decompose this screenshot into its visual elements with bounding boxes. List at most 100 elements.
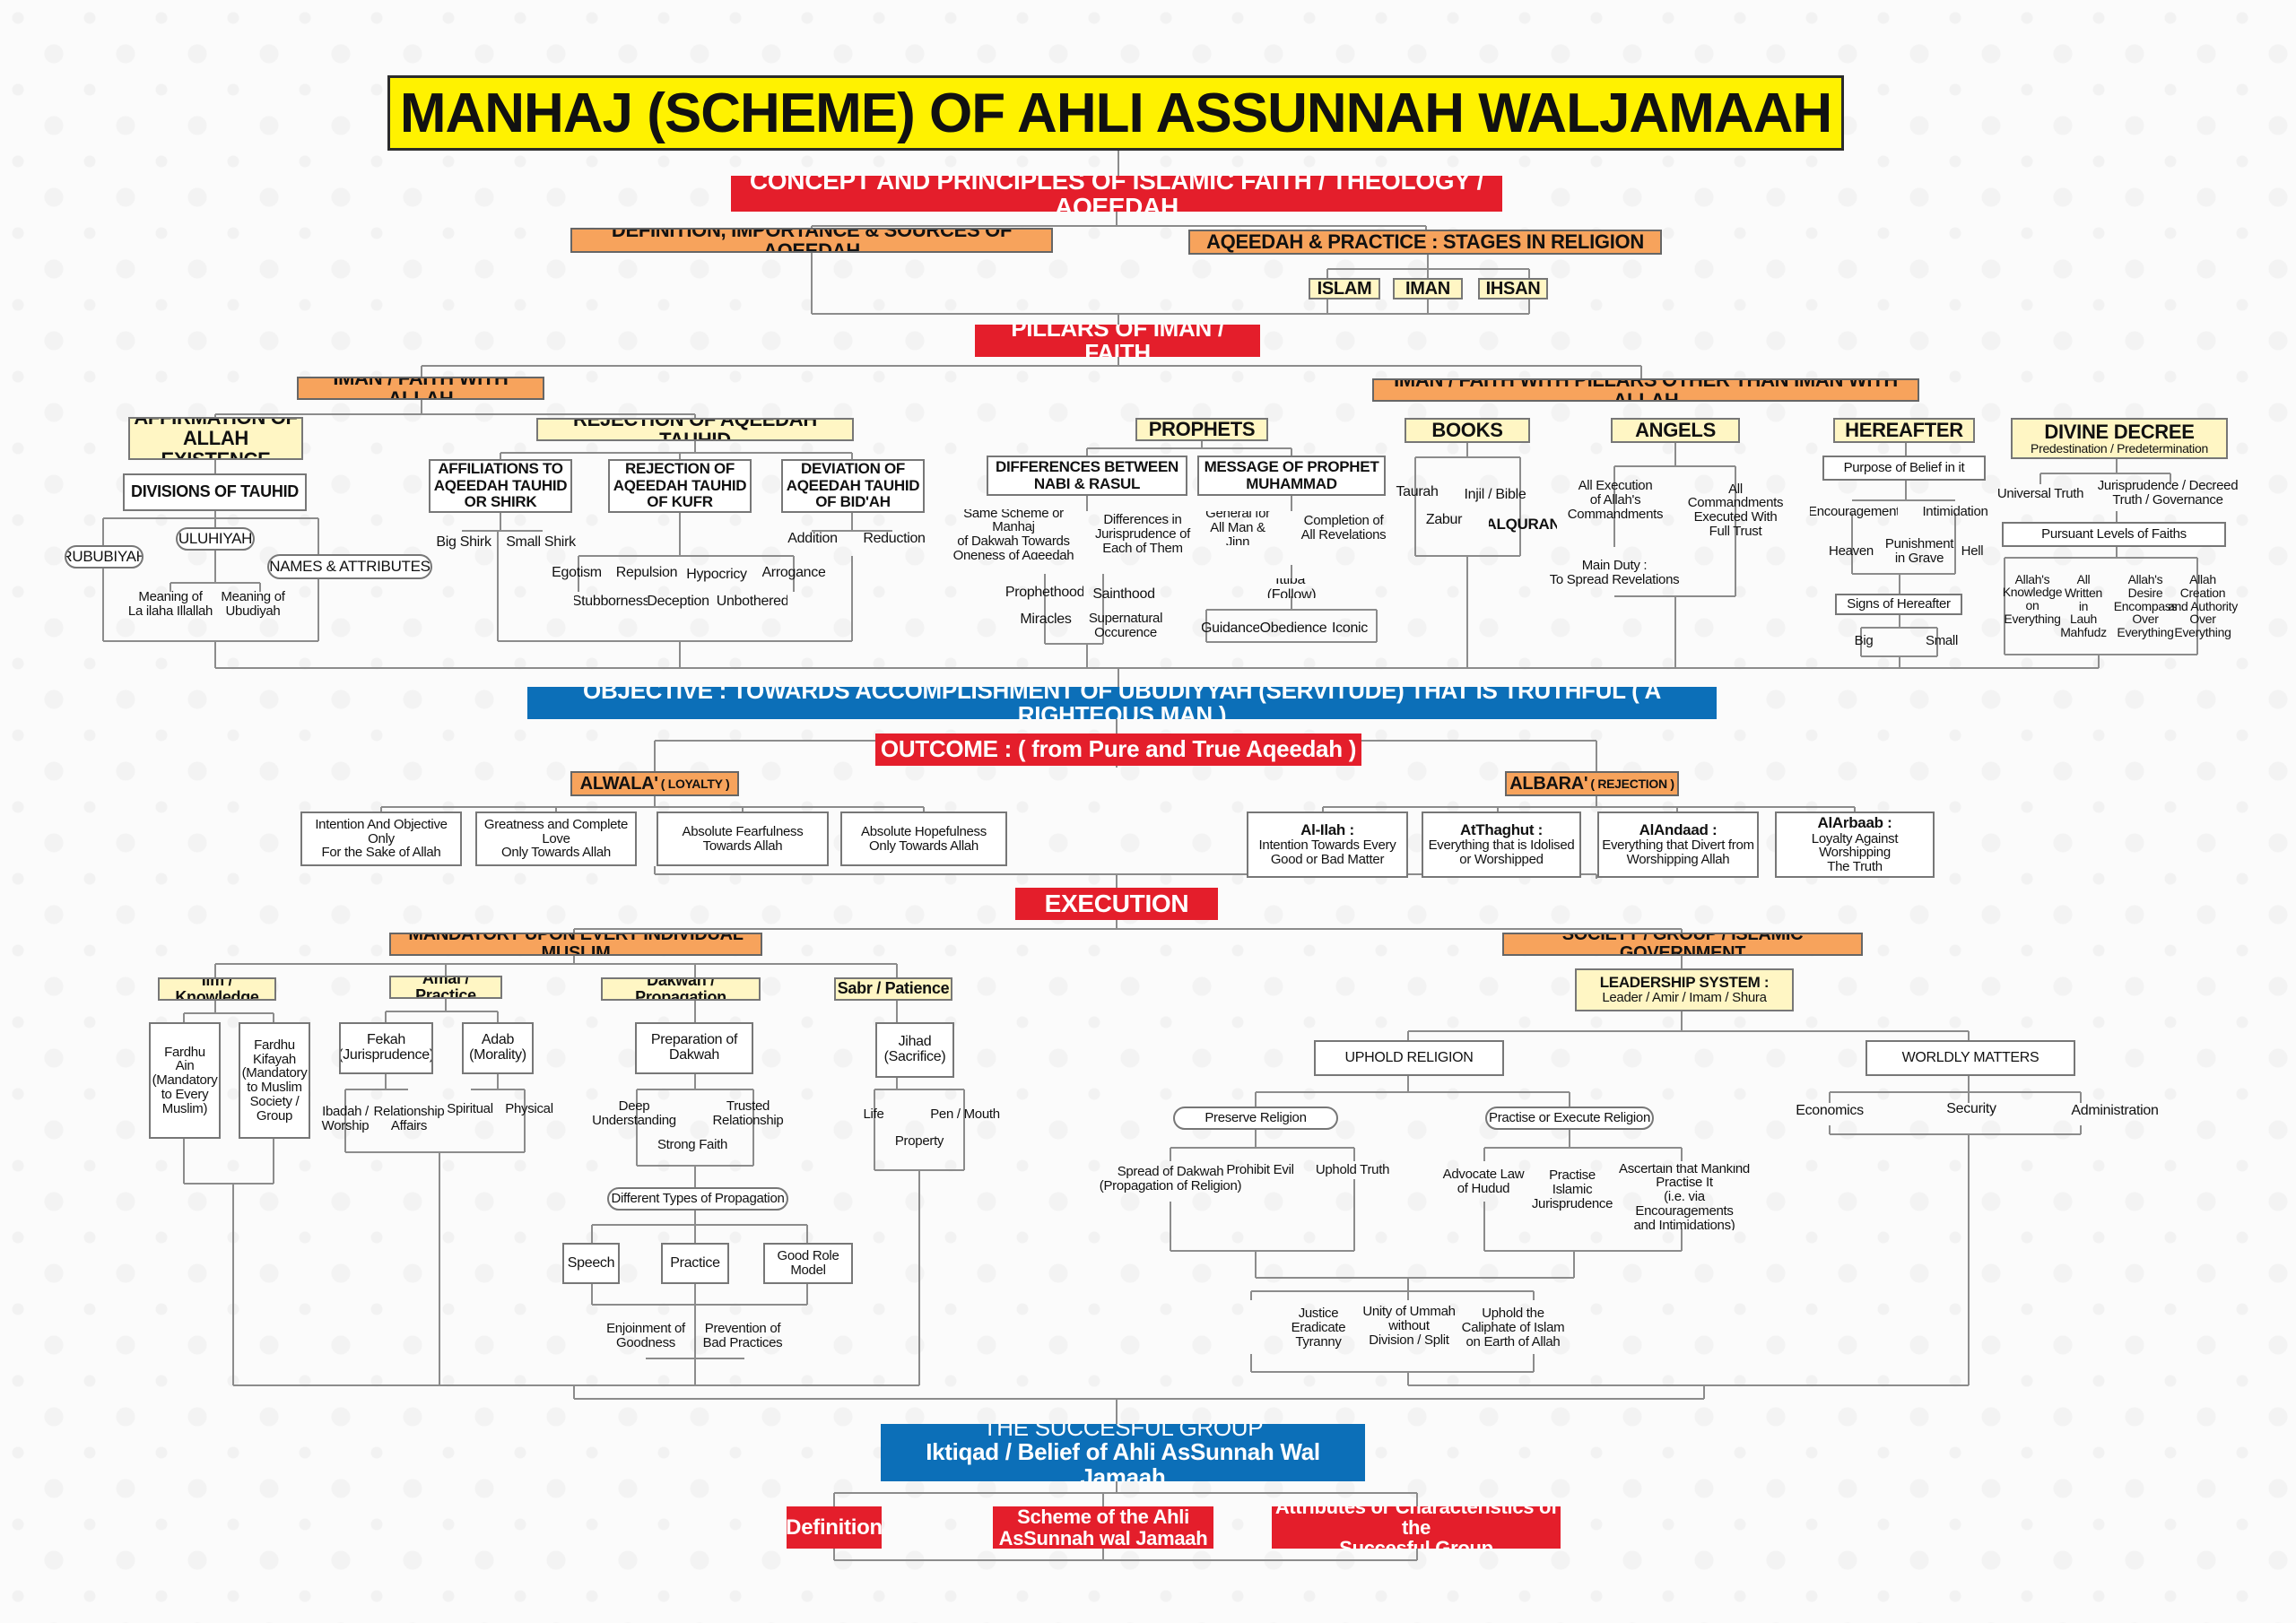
guidance-text: Guidance — [1202, 620, 1259, 636]
unbothered-text: Unbothered — [718, 593, 787, 609]
general-for-text: General for All Man & Jinn — [1205, 511, 1270, 545]
advocate-hudud-text: Advocate Law of Hudud — [1442, 1167, 1525, 1196]
message-muhammad-box: MESSAGE OF PROPHET MUHAMMAD — [1197, 456, 1386, 496]
alwala-sub: ( LOYALTY ) — [660, 777, 730, 791]
fekah-box: Fekah (Jurisprudence) — [339, 1022, 433, 1074]
hell-text: Hell — [1961, 543, 1984, 560]
faith-other-pillars-box: IMAN / FAITH WITH PILLARS OTHER THAN IMA… — [1372, 378, 1919, 402]
same-scheme-text: Same Scheme or Manhaj of Dakwah Towards … — [952, 509, 1074, 560]
fardhu-kifayah-box: Fardhu Kifayah (Mandatory to Muslim Soci… — [239, 1022, 310, 1139]
divine-decree-box: DIVINE DECREE Predestination / Predeterm… — [2011, 418, 2228, 459]
life-text: Life — [863, 1107, 884, 1123]
preserve-religion-node: Preserve Religion — [1173, 1107, 1338, 1130]
leadership-title: LEADERSHIP SYSTEM : — [1599, 973, 1770, 991]
names-attributes-node: NAMES & ATTRIBUTES — [267, 554, 432, 579]
zabur-text: Zabur — [1425, 511, 1463, 527]
rububiyah-node: RUBUBIYAH — [65, 545, 144, 568]
small-shirk-text: Small Shirk — [506, 534, 576, 550]
alquran-text: ALQURAN — [1489, 515, 1557, 533]
completion-text: Completion of All Revelations — [1300, 513, 1387, 542]
attributes-button: Attributes or Characteristics of the Suc… — [1272, 1506, 1561, 1549]
definition-button: Definition — [787, 1506, 882, 1549]
albara-item-3-head: AlAndaad : — [1639, 821, 1718, 839]
ihsan-box: IHSAN — [1478, 278, 1548, 299]
society-box: SOCIETY / GROUP / ISLAMIC GOVERNMENT — [1502, 933, 1863, 956]
uphold-religion-box: UPHOLD RELIGION — [1314, 1040, 1504, 1076]
prophethood-text: Prophethood — [1006, 584, 1083, 600]
trusted-relationship-text: Trusted Relationship — [712, 1098, 784, 1128]
repulsion-text: Repulsion — [615, 564, 678, 580]
faith-with-allah-box: IMAN / FAITH WITH ALLAH — [297, 377, 544, 400]
albara-item-1-text: Intention Towards Every Good or Bad Matt… — [1258, 838, 1396, 868]
albara-box: ALBARA' ( REJECTION ) — [1505, 771, 1679, 796]
hypocricy-text: Hypocricy — [686, 566, 747, 582]
affiliations-shirk-box: AFFILIATIONS TO AQEEDAH TAUHID OR SHIRK — [429, 459, 572, 513]
intimidation-text: Intimidation — [1922, 504, 1988, 520]
stages-box: AQEEDAH & PRACTICE : STAGES IN RELIGION — [1188, 230, 1662, 255]
angels-box: ANGELS — [1611, 418, 1740, 443]
deviation-bidah-box: DEVIATION OF AQEEDAH TAUHID OF BID'AH — [781, 459, 925, 513]
differences-in-text: Differences in Jurisprudence of Each of … — [1094, 512, 1191, 556]
iman-box: IMAN — [1393, 278, 1463, 299]
scheme-button: Scheme of the Ahli AsSunnah wal Jamaah — [993, 1506, 1213, 1549]
arrogance-text: Arrogance — [762, 564, 825, 580]
security-text: Security — [1946, 1100, 1996, 1116]
hereafter-box: HEREAFTER — [1833, 418, 1975, 443]
stubborness-text: Stubborness — [574, 593, 648, 609]
dakwah-box: Dakwah / Propagation — [601, 977, 761, 1001]
speech-box: Speech — [562, 1243, 620, 1284]
strong-faith-text: Strong Faith — [657, 1137, 728, 1153]
all-written-text: All Written in Lauh Mahfudz — [2060, 572, 2107, 640]
addition-text: Addition — [787, 530, 838, 546]
islam-box: ISLAM — [1309, 278, 1380, 299]
albara-item-3: AlAndaad : Everything that Divert from W… — [1597, 812, 1759, 878]
all-execution-text: All Execution of Allah's Commandments — [1567, 478, 1664, 522]
spiritual-text: Spiritual — [447, 1101, 493, 1117]
allah-knowledge-text: Allah's Knowledge on Everything — [2002, 571, 2063, 626]
pursuant-levels-box: Pursuant Levels of Faiths — [2002, 522, 2226, 547]
outcome-banner: OUTCOME : ( from Pure and True Aqeedah ) — [875, 733, 1361, 766]
signs-box: Signs of Hereafter — [1835, 594, 1962, 615]
prophets-box: PROPHETS — [1135, 418, 1268, 441]
prevention-text: Prevention of Bad Practices — [702, 1321, 783, 1350]
good-role-box: Good Role Model — [763, 1243, 853, 1284]
albara-sub: ( REJECTION ) — [1590, 777, 1674, 791]
albara-item-1: Al-Ilah : Intention Towards Every Good o… — [1247, 812, 1408, 878]
uphold-truth-text: Uphold Truth — [1315, 1162, 1390, 1178]
amal-box: Amal / Practice — [389, 976, 502, 999]
ibadah-text: Ibadah / Worship — [321, 1104, 370, 1133]
property-text: Property — [894, 1133, 944, 1150]
execution-banner: EXECUTION — [1015, 888, 1218, 920]
albara-item-2-text: Everything that is Idolised or Worshippe… — [1428, 838, 1575, 868]
mandatory-box: MANDATORY UPON EVERY INDIVIDUAL MUSLIM — [389, 933, 762, 956]
universal-truth-text: Universal Truth — [1996, 486, 2084, 502]
injil-text: Injil / Bible — [1464, 486, 1526, 502]
preparation-box: Preparation of Dakwah — [635, 1022, 753, 1074]
meaning-ubudiyah-text: Meaning of Ubudiyah — [221, 589, 285, 619]
jurisprudence-decreed-text: Jurisprudence / Decreed Truth / Governan… — [2097, 478, 2239, 508]
alwala-item-3: Absolute Fearfulness Towards Allah — [657, 812, 829, 866]
alwala-item-4: Absolute Hopefulness Only Towards Allah — [840, 812, 1007, 866]
egotism-text: Egotism — [552, 564, 602, 580]
albara-item-3-text: Everything that Divert from Worshipping … — [1602, 838, 1754, 868]
objective-banner: OBJECTIVE : TOWARDS ACCOMPLISHMENT OF UB… — [527, 687, 1717, 719]
supernatural-text: Supernatural Occurence — [1088, 611, 1163, 640]
punishment-text: Punishment in Grave — [1884, 536, 1954, 566]
meaning-la-ilaha-text: Meaning of La ilaha Illallah — [127, 589, 213, 619]
rejection-box: REJECTION OF AQEEDAH TAUHID — [536, 418, 854, 441]
diff-nabi-rasul-box: DIFFERENCES BETWEEN NABI & RASUL — [987, 456, 1187, 496]
all-commandments-text: All Commandments Executed With Full Trus… — [1687, 481, 1784, 539]
albara-title: ALBARA' — [1509, 773, 1588, 794]
albara-item-4: AlArbaab : Loyalty Against Worshipping T… — [1775, 812, 1935, 878]
concept-heading: CONCEPT AND PRINCIPLES OF ISLAMIC FAITH … — [731, 176, 1502, 212]
reduction-text: Reduction — [863, 530, 926, 546]
unity-ummah-text: Unity of Ummah without Division / Split — [1362, 1304, 1456, 1348]
albara-item-2: AtThaghut : Everything that is Idolised … — [1422, 812, 1581, 878]
leadership-sub: Leader / Amir / Imam / Shura — [1602, 990, 1767, 1006]
albara-item-2-head: AtThaghut : — [1459, 821, 1544, 839]
practise-execute-node: Practise or Execute Religion — [1485, 1107, 1654, 1130]
allah-desire-text: Allah's Desire Encompass Over Everything — [2113, 572, 2178, 640]
small-text: Small — [1925, 633, 1958, 649]
sainthood-text: Sainthood — [1092, 586, 1155, 602]
ascertain-text: Ascertain that Mankind Practise It (i.e.… — [1619, 1164, 1750, 1230]
